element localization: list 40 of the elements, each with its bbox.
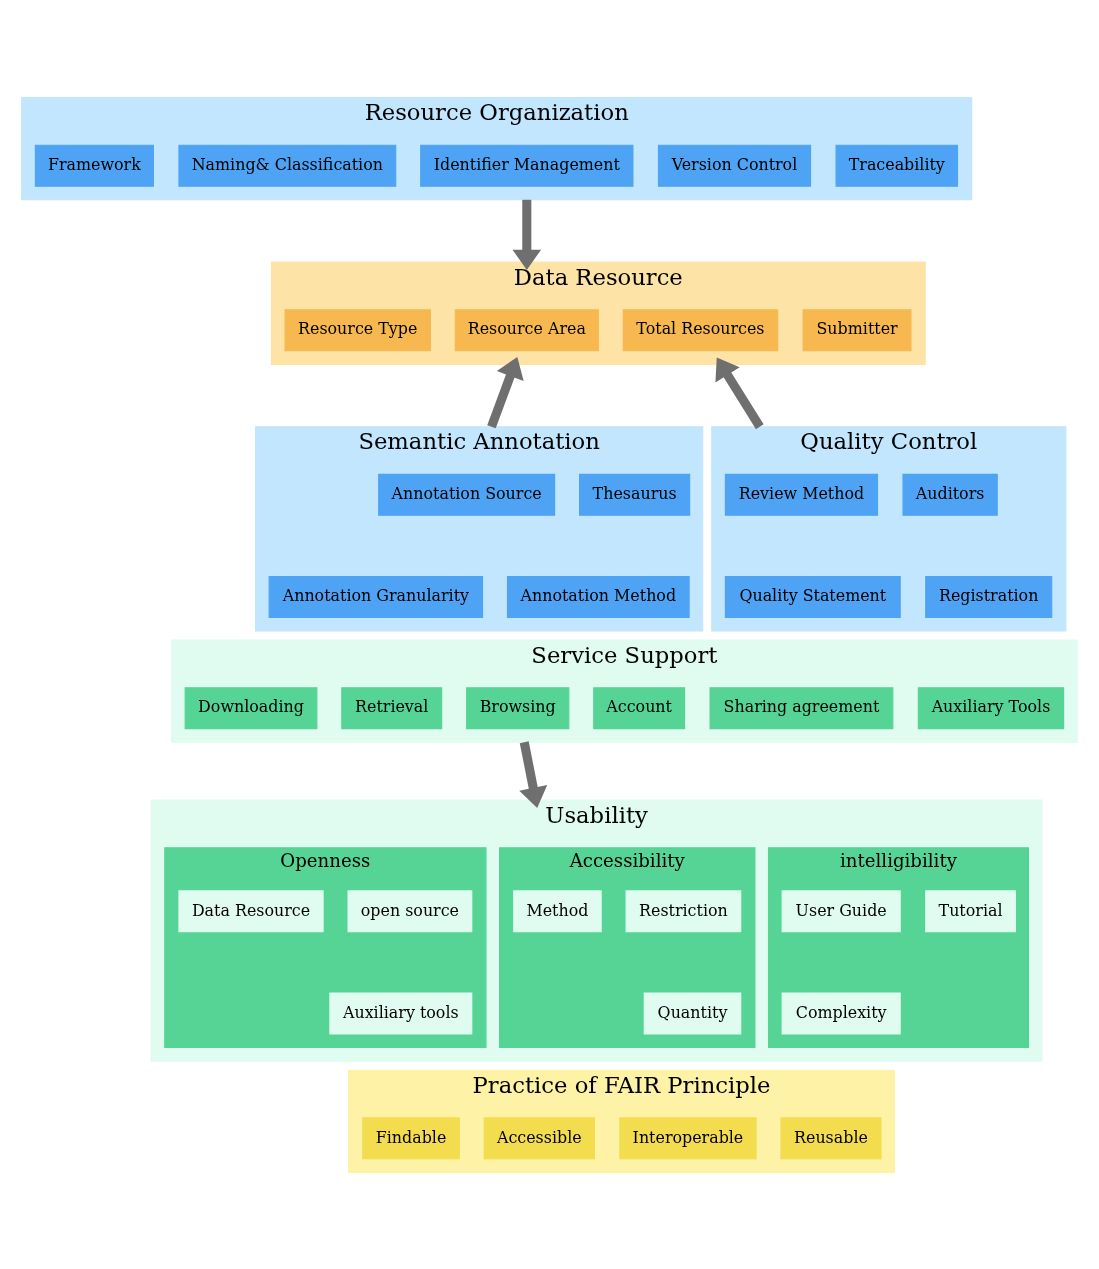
node-box: Annotation Source bbox=[378, 473, 556, 516]
node-box: Auditors bbox=[902, 473, 998, 516]
node-box: Annotation Method bbox=[506, 575, 690, 618]
node-box: Review Method bbox=[724, 473, 879, 516]
node-box: Thesaurus bbox=[579, 473, 691, 516]
node-box: Data Resource bbox=[178, 889, 324, 932]
node-box: Auxiliary tools bbox=[329, 992, 473, 1034]
node-box: Framework bbox=[34, 144, 154, 187]
node-box: open source bbox=[347, 889, 473, 932]
node-box: Tutorial bbox=[925, 889, 1016, 932]
node-box: Sharing agreement bbox=[709, 686, 894, 729]
node-box: Naming& Classification bbox=[178, 144, 397, 187]
node-box: Resource Type bbox=[284, 308, 431, 351]
arrow bbox=[519, 740, 548, 808]
node-box: Reusable bbox=[780, 1116, 882, 1159]
arrow bbox=[512, 199, 542, 270]
node-box: Annotation Granularity bbox=[268, 575, 484, 618]
node-box: Restriction bbox=[625, 889, 742, 932]
node-box: Findable bbox=[362, 1116, 460, 1159]
node-box: Registration bbox=[925, 575, 1053, 618]
node-box: Downloading bbox=[184, 686, 318, 729]
node-box: Total Resources bbox=[622, 308, 779, 351]
node-box: Accessible bbox=[483, 1116, 595, 1159]
node-box: Submitter bbox=[802, 308, 912, 351]
node-box: Quality Statement bbox=[724, 575, 901, 618]
node-box: Complexity bbox=[781, 992, 901, 1034]
node-box: Resource Area bbox=[454, 308, 599, 351]
node-box: Auxiliary Tools bbox=[917, 686, 1065, 729]
node-box: User Guide bbox=[781, 889, 901, 932]
node-box: Method bbox=[513, 889, 602, 932]
arrow bbox=[487, 356, 524, 428]
node-box: Version Control bbox=[657, 144, 812, 187]
node-box: Quantity bbox=[643, 992, 742, 1034]
node-box: Traceability bbox=[835, 144, 959, 187]
node-box: Identifier Management bbox=[420, 144, 634, 187]
arrow bbox=[715, 357, 764, 429]
node-box: Interoperable bbox=[619, 1116, 757, 1159]
node-box: Browsing bbox=[466, 686, 570, 729]
node-box: Retrieval bbox=[341, 686, 443, 729]
node-box: Account bbox=[593, 686, 686, 729]
